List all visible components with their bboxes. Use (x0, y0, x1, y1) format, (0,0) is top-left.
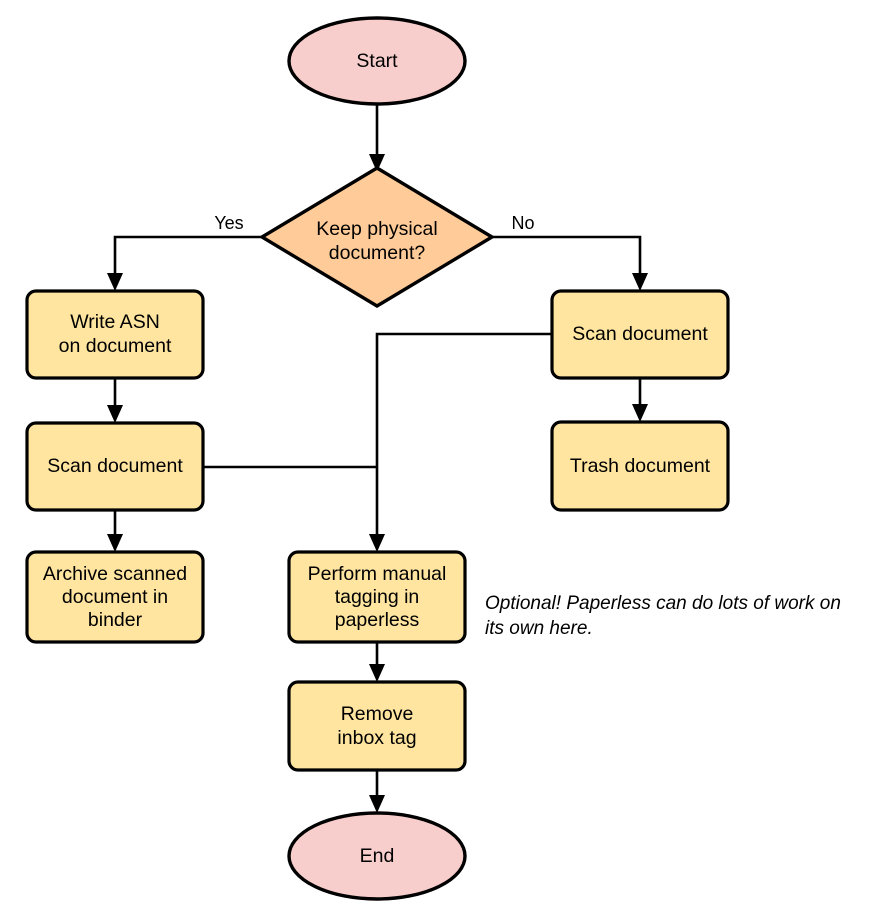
end-ellipse[interactable] (287, 811, 467, 901)
archive-box[interactable] (25, 550, 205, 644)
end-label: End (360, 845, 395, 867)
edge-decision-to-write-asn (107, 235, 262, 291)
node-trash-document[interactable]: Trash document (550, 420, 730, 512)
decision-diamond[interactable] (258, 166, 496, 308)
scan-document-right-box[interactable] (550, 289, 730, 380)
edge-write-asn-to-scan-left (107, 378, 123, 423)
remove-inbox-label-line2: inbox tag (337, 727, 416, 749)
node-write-asn[interactable]: Write ASN on document (25, 289, 205, 380)
edge-label-no: No (511, 213, 534, 233)
tagging-label-line1: Perform manual (308, 563, 447, 585)
edge-label-yes: Yes (214, 213, 243, 233)
edge-scan-right-to-tagging (375, 332, 552, 540)
write-asn-box[interactable] (25, 289, 205, 380)
start-ellipse[interactable] (287, 16, 467, 106)
optional-note-line1: Optional! Paperless can do lots of work … (485, 593, 841, 614)
edge-scan-left-to-tagging (203, 465, 385, 552)
node-archive-scanned-document[interactable]: Archive scanned document in binder (25, 550, 205, 644)
arrowhead (369, 154, 385, 172)
arrowhead (632, 404, 648, 422)
arrowhead (369, 795, 385, 813)
edge-remove-inbox-to-end (369, 770, 385, 813)
edge-decision-to-scan-right (492, 235, 648, 291)
tagging-label-line2: tagging in (335, 586, 420, 608)
archive-label-line3: binder (88, 609, 143, 631)
remove-inbox-label-line1: Remove (341, 703, 414, 725)
edge-tagging-to-remove-inbox (369, 642, 385, 682)
edge-start-to-decision (369, 104, 385, 172)
node-perform-manual-tagging[interactable]: Perform manual tagging in paperless (287, 550, 467, 644)
arrowhead (369, 534, 385, 552)
arrowhead (632, 273, 648, 291)
arrowhead (369, 664, 385, 682)
arrowhead (107, 534, 123, 552)
trash-document-label: Trash document (570, 455, 711, 477)
optional-note-line2: its own here. (485, 618, 593, 639)
arrowhead (107, 273, 123, 291)
archive-label-line1: Archive scanned (43, 563, 187, 585)
scan-document-right-label: Scan document (572, 323, 708, 345)
tagging-label-line3: paperless (335, 609, 420, 631)
connector-layer (107, 104, 648, 813)
node-remove-inbox-tag[interactable]: Remove inbox tag (287, 680, 467, 772)
start-label: Start (356, 50, 398, 72)
archive-label-line2: document in (62, 586, 168, 608)
edge-scan-left-to-archive (107, 510, 123, 552)
remove-inbox-tag-box[interactable] (287, 680, 467, 772)
decision-label-line1: Keep physical (316, 218, 437, 240)
arrowhead (107, 405, 123, 423)
node-scan-document-right[interactable]: Scan document (550, 289, 730, 380)
tagging-box[interactable] (287, 550, 467, 644)
node-start[interactable]: Start (287, 16, 467, 106)
optional-note: Optional! Paperless can do lots of work … (485, 593, 841, 639)
edge-scan-right-to-trash (632, 378, 648, 422)
trash-document-box[interactable] (550, 420, 730, 512)
scan-document-left-box[interactable] (25, 421, 205, 512)
node-decision-keep-physical-document[interactable]: Keep physical document? (258, 166, 496, 308)
node-scan-document-left[interactable]: Scan document (25, 421, 205, 512)
node-end[interactable]: End (287, 811, 467, 901)
write-asn-label-line2: on document (59, 335, 172, 357)
decision-label-line2: document? (329, 242, 426, 264)
scan-document-left-label: Scan document (47, 455, 183, 477)
write-asn-label-line1: Write ASN (70, 311, 160, 333)
